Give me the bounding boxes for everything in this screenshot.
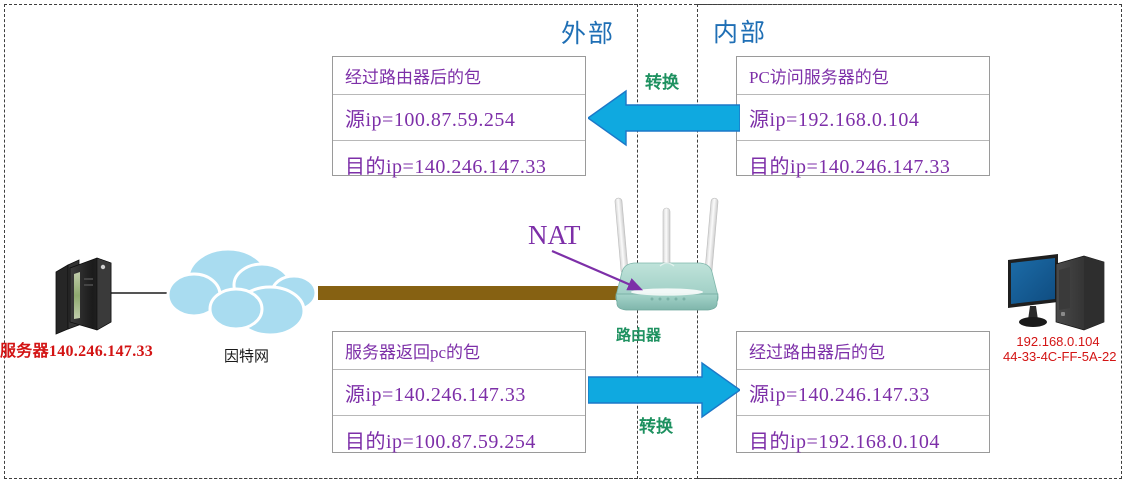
server-icon <box>48 256 116 336</box>
external-region-title: 外部 <box>561 21 616 48</box>
pc-ip-label: 192.168.0.104 <box>1016 334 1100 349</box>
packet-title: PC访问服务器的包 <box>737 57 989 95</box>
packet-box-after-router-outbound: 经过路由器后的包 源ip=100.87.59.254 目的ip=140.246.… <box>332 56 586 178</box>
router-label: 路由器 <box>616 328 662 344</box>
packet-title: 经过路由器后的包 <box>737 332 989 370</box>
server-address-label: 服务器140.246.147.33 <box>0 343 154 360</box>
packet-title: 服务器返回pc的包 <box>333 332 585 370</box>
external-network-region <box>4 4 638 479</box>
pc-address-labels: 192.168.0.104 44-33-4C-FF-5A-22 <box>1003 334 1117 364</box>
packet-source-ip: 源ip=192.168.0.104 <box>737 95 989 141</box>
packet-source-ip: 源ip=100.87.59.254 <box>333 95 585 141</box>
packet-title: 经过路由器后的包 <box>333 57 585 95</box>
packet-source-ip: 源ip=140.246.147.33 <box>333 370 585 416</box>
packet-dest-ip: 目的ip=100.87.59.254 <box>345 430 536 453</box>
inbound-translation-arrow-right <box>587 360 742 420</box>
nat-label: NAT <box>528 220 581 250</box>
pc-icon <box>1002 250 1110 338</box>
packet-box-after-router-inbound: 经过路由器后的包 源ip=140.246.147.33 目的ip=192.168… <box>736 331 990 453</box>
router-icon <box>600 192 736 324</box>
packet-dest-ip: 目的ip=140.246.147.33 <box>345 155 547 178</box>
translation-label-top: 转换 <box>645 73 679 92</box>
server-to-internet-link <box>111 292 191 294</box>
packet-dest-ip: 目的ip=192.168.0.104 <box>749 430 940 453</box>
packet-box-server-to-pc: 服务器返回pc的包 源ip=140.246.147.33 目的ip=100.87… <box>332 331 586 453</box>
internet-cloud-icon <box>166 243 342 339</box>
packet-source-ip: 源ip=140.246.147.33 <box>737 370 989 416</box>
packet-dest-ip: 目的ip=140.246.147.33 <box>749 155 951 178</box>
internal-region-title: 内部 <box>713 20 768 47</box>
packet-box-pc-to-server: PC访问服务器的包 源ip=192.168.0.104 目的ip=140.246… <box>736 56 990 178</box>
outbound-translation-arrow-left <box>586 88 741 148</box>
internet-cloud-label: 因特网 <box>224 349 270 365</box>
internal-network-region <box>697 4 1122 479</box>
internet-to-router-cable <box>318 286 618 300</box>
translation-label-bottom: 转换 <box>639 417 673 436</box>
nat-pointer-arrow <box>548 247 658 297</box>
pc-mac-label: 44-33-4C-FF-5A-22 <box>1003 349 1117 364</box>
